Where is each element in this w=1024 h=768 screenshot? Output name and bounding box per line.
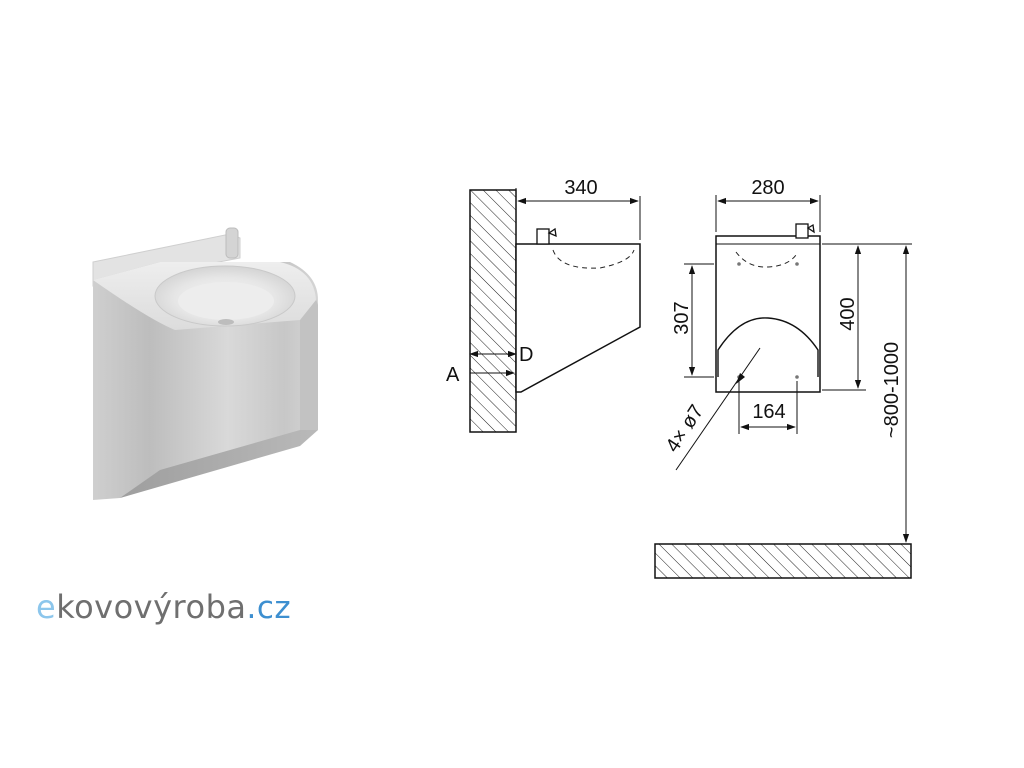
holes-label: 4× ø7 — [662, 401, 709, 456]
fountain-product-render — [92, 227, 318, 500]
floor-section-hatch — [654, 543, 912, 579]
logo-prefix: e — [36, 588, 57, 626]
front-view-outline — [715, 235, 821, 393]
front-view-drawing: 280 400 164 4× ø7 ~800-1000 — [654, 177, 912, 579]
front-arch — [717, 317, 819, 377]
front-height-label: 400 — [837, 297, 859, 330]
logo-name: kovovýroba — [56, 588, 247, 626]
label-a: A — [446, 364, 460, 386]
side-depth-label: 340 — [564, 177, 597, 199]
side-height-label: 307 — [671, 301, 693, 334]
brand-logo[interactable]: ekovovýroba.cz — [36, 588, 291, 626]
front-width-label: 280 — [751, 177, 784, 199]
side-view-outline — [515, 243, 641, 393]
side-view-drawing: 340 307 A D — [446, 177, 714, 433]
spout-icon — [536, 227, 557, 245]
spout-icon — [795, 223, 815, 239]
logo-tld: .cz — [246, 590, 292, 626]
fountain-spout — [225, 227, 239, 259]
hole-spacing-label: 164 — [752, 401, 785, 423]
wall-section-hatch — [469, 189, 517, 433]
drain — [218, 319, 234, 325]
floor-height-label: ~800-1000 — [881, 342, 903, 438]
label-d: D — [519, 344, 533, 366]
